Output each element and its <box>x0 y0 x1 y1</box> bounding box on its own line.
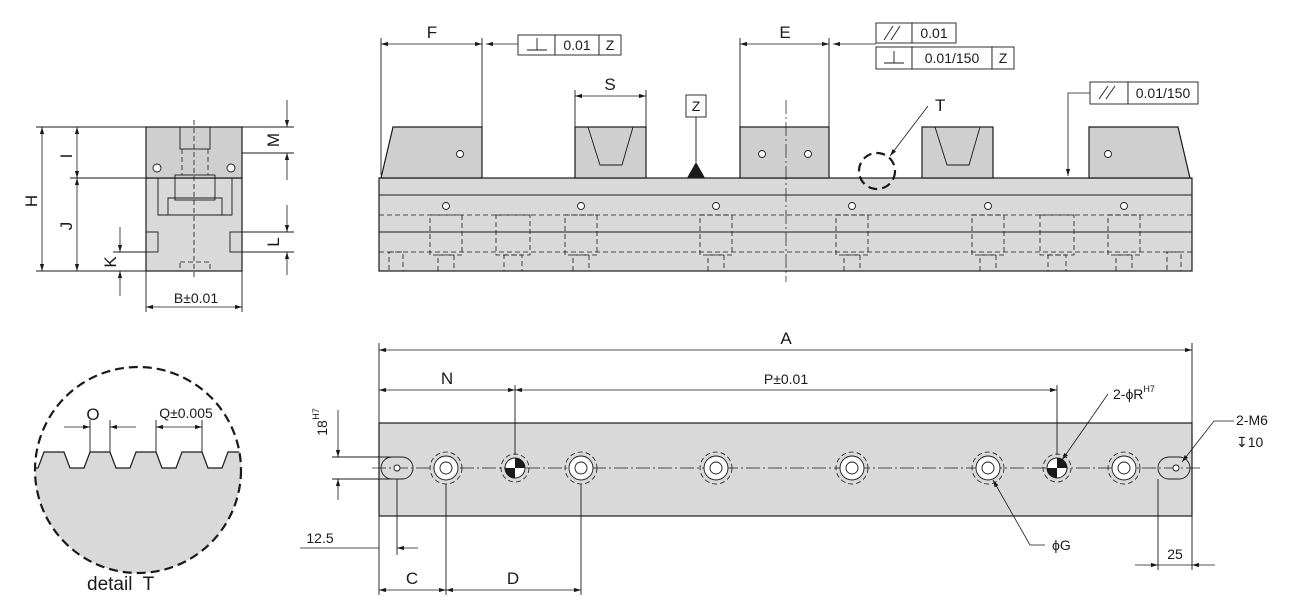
detail-T: O Q±0.005 detail T <box>33 365 243 595</box>
dim-I: I <box>57 154 76 159</box>
fcf-par-right: 0.01/150 <box>1089 81 1199 105</box>
detail-caption: detail T <box>87 574 155 595</box>
label-G: ϕG <box>1052 537 1071 553</box>
tol-perp-E-datum: Z <box>999 50 1008 66</box>
tol-perp-F-value: 0.01 <box>563 37 590 53</box>
fcf-perp-F: 0.01 Z <box>517 34 622 56</box>
dim-12-5: 12.5 <box>306 530 333 546</box>
tol-perp-E-value: 0.01/150 <box>925 50 980 66</box>
label-M6: 2-M6 <box>1236 412 1268 428</box>
label-T: T <box>935 96 945 115</box>
tol-par-E-value: 0.01 <box>920 25 947 41</box>
datum-Z: Z <box>692 98 701 114</box>
label-R-fit: H7 <box>1143 384 1155 394</box>
dim-M: M <box>264 133 283 147</box>
dim-D: D <box>507 569 519 588</box>
dim-O: O <box>86 405 99 424</box>
dim-J: J <box>57 222 76 231</box>
dim-A: A <box>780 329 792 348</box>
tol-perp-F-datum: Z <box>606 37 615 53</box>
dim-P: P±0.01 <box>764 371 808 387</box>
label-R-prefix: 2-ϕR <box>1113 386 1143 402</box>
dim-L: L <box>264 237 283 246</box>
dim-H: H <box>22 195 41 207</box>
dim-slot: 18 <box>314 420 330 436</box>
label-M6-depth: ↧10 <box>1236 434 1264 450</box>
dim-S: S <box>604 75 615 94</box>
dim-E: E <box>779 23 790 42</box>
front-view: T F 0.01 Z S Z E <box>378 22 1199 282</box>
tol-par-right-value: 0.01/150 <box>1136 85 1191 101</box>
label-R: 2-ϕRH7 <box>1113 384 1155 402</box>
rail-screws <box>442 202 1128 210</box>
dim-K: K <box>101 256 120 268</box>
dim-Q: Q±0.005 <box>159 405 213 421</box>
top-view: A N P±0.01 18 H7 2-ϕRH7 2-M6 ↧10 ϕG 12.5 <box>300 329 1268 595</box>
dim-F: F <box>427 23 437 42</box>
dim-slot-fit: H7 <box>311 408 321 420</box>
side-view: H I J K M L B±0.01 <box>22 100 294 312</box>
dim-N: N <box>441 369 453 388</box>
fcf-E: 0.01 0.01/150 Z <box>875 22 1015 70</box>
hidden-counterbores <box>388 214 1182 272</box>
dim-B: B±0.01 <box>174 290 218 306</box>
dim-C: C <box>406 569 418 588</box>
dim-25: 25 <box>1167 546 1183 562</box>
